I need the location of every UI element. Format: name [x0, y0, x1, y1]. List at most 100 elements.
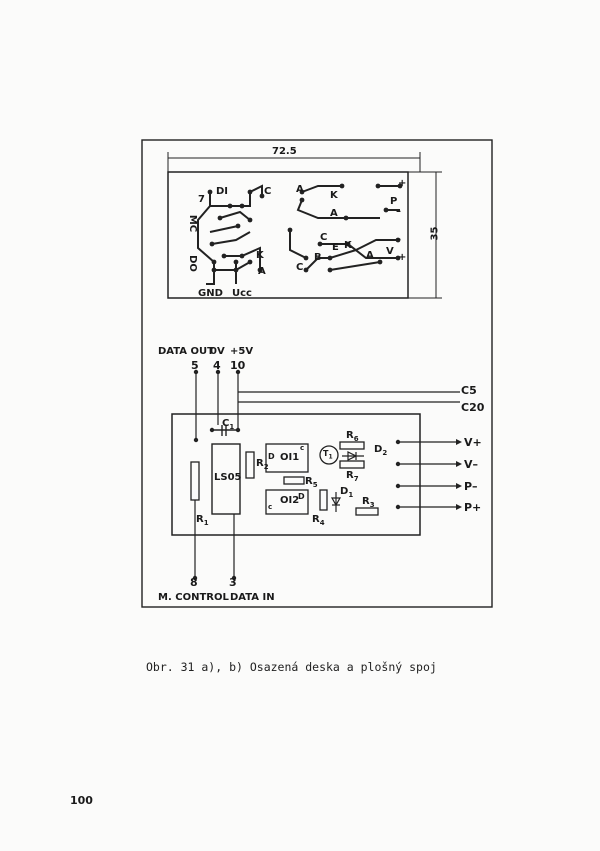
pcb-label-7: 7 — [198, 194, 205, 205]
label-r7: R7 — [346, 470, 359, 483]
label-p-plus: P+ — [464, 501, 482, 514]
arrow-p-minus — [456, 483, 462, 489]
arrow-v-minus — [456, 461, 462, 467]
label-oi1: OI1 — [280, 452, 300, 463]
label-r5: R5 — [305, 476, 318, 489]
diode-d1 — [330, 492, 342, 512]
pin-8: 8 — [190, 576, 198, 589]
pin-3: 3 — [229, 576, 237, 589]
outer-figure-border — [141, 139, 493, 608]
trace-a-left — [214, 261, 251, 271]
pcb-layout-a — [167, 152, 442, 299]
optocoupler-oi2 — [265, 489, 309, 515]
pcb-label-c-top: C — [264, 186, 272, 197]
label-data-out: DATA OUT — [158, 346, 214, 357]
width-dimension-label: 72.5 — [272, 146, 297, 157]
trace-mc-1 — [219, 210, 251, 221]
component-board-outline — [171, 413, 421, 536]
output-wires — [398, 441, 456, 508]
capacitor-c1 — [212, 425, 238, 436]
pcb-label-plus: + — [398, 178, 407, 189]
transistor-t1 — [319, 445, 339, 465]
label-p-minus: P– — [464, 480, 478, 493]
pcb-board-outline — [167, 171, 409, 299]
resistor-r1 — [190, 461, 200, 501]
pcb-label-a-mid: A — [330, 208, 338, 219]
trace-mc-3 — [211, 231, 251, 245]
figure-caption: Obr. 31 a), b) Osazená deska a plošný sp… — [146, 660, 437, 674]
label-r1: R1 — [196, 514, 209, 527]
label-r6: R6 — [346, 430, 359, 443]
label-ls05: LS05 — [214, 472, 242, 483]
pcb-label-k-upper: K — [330, 190, 338, 201]
label-plus5v: +5V — [230, 346, 254, 357]
top-terminal-wires — [195, 372, 460, 440]
trace-k — [224, 246, 261, 270]
pcb-label-c-mid: C — [320, 232, 328, 243]
label-data-in: DATA IN — [230, 592, 275, 603]
component-pads — [192, 369, 401, 581]
page-number: 100 — [70, 794, 93, 807]
pcb-label-e: E — [332, 242, 339, 253]
pcb-label-a-upper: A — [296, 184, 304, 195]
diode-d2 — [342, 451, 364, 461]
label-r4: R4 — [312, 514, 325, 527]
pcb-label-do: DO — [186, 255, 198, 272]
label-m-control: M. CONTROL — [158, 592, 229, 603]
resistor-r2 — [245, 451, 255, 479]
trace-a-low — [329, 261, 381, 271]
label-v-plus: V+ — [464, 436, 482, 449]
pin-5: 5 — [191, 359, 199, 372]
pcb-label-di: DI — [216, 186, 229, 197]
label-oi2: OI2 — [280, 495, 300, 506]
label-r3: R3 — [362, 496, 375, 509]
pcb-label-a-low: A — [366, 250, 374, 261]
pin-4: 4 — [213, 359, 221, 372]
label-d1: D1 — [340, 486, 354, 499]
resistor-r3 — [355, 507, 379, 516]
optocoupler-oi1 — [265, 443, 309, 473]
pcb-label-k-mid: K — [344, 240, 352, 251]
label-d2: D2 — [374, 444, 388, 457]
pcb-label-minus: – — [396, 206, 401, 217]
resistor-r6 — [339, 441, 365, 450]
component-placement-b — [171, 369, 462, 581]
pcb-label-k-left: K — [256, 250, 264, 261]
resistor-r4 — [319, 489, 328, 511]
pcb-label-gnd: GND — [198, 288, 223, 299]
trace-a-k — [301, 185, 342, 193]
label-c5: C5 — [461, 384, 477, 397]
trace-a-mid — [296, 199, 380, 219]
trace-cek — [320, 243, 398, 259]
arrow-v-plus — [456, 439, 462, 445]
pcb-label-ucc: Ucc — [232, 288, 252, 299]
resistor-r5 — [283, 476, 305, 485]
pcb-label-p: P — [390, 196, 398, 207]
trace-loop-left — [289, 230, 307, 259]
trace-di-loop — [209, 184, 263, 207]
label-0v: 0V — [210, 346, 225, 357]
height-dimension-label: 35 — [429, 226, 441, 241]
arrow-p-plus — [456, 504, 462, 510]
pcb-label-v: V — [386, 246, 394, 257]
label-t1: T1 — [323, 449, 333, 461]
label-r2: R2 — [256, 458, 269, 471]
pcb-label-plus2: + — [398, 252, 407, 263]
pcb-label-minus2: – — [396, 234, 401, 245]
label-oi2-d: D — [298, 492, 305, 501]
trace-left-bus — [197, 205, 215, 263]
label-v-minus: V– — [464, 458, 479, 471]
trace-mc-2 — [209, 225, 239, 233]
label-c20: C20 — [461, 401, 485, 414]
label-oi1-d: D — [268, 452, 275, 461]
resistor-r7 — [339, 460, 365, 469]
trace-gnd — [206, 262, 215, 285]
pcb-label-a-left: A — [258, 266, 266, 277]
pin-10: 10 — [230, 359, 246, 372]
label-oi2-c: c — [268, 503, 273, 511]
label-c1: C1 — [222, 418, 235, 431]
label-oi1-c: c — [300, 444, 305, 452]
trace-b — [305, 249, 357, 271]
